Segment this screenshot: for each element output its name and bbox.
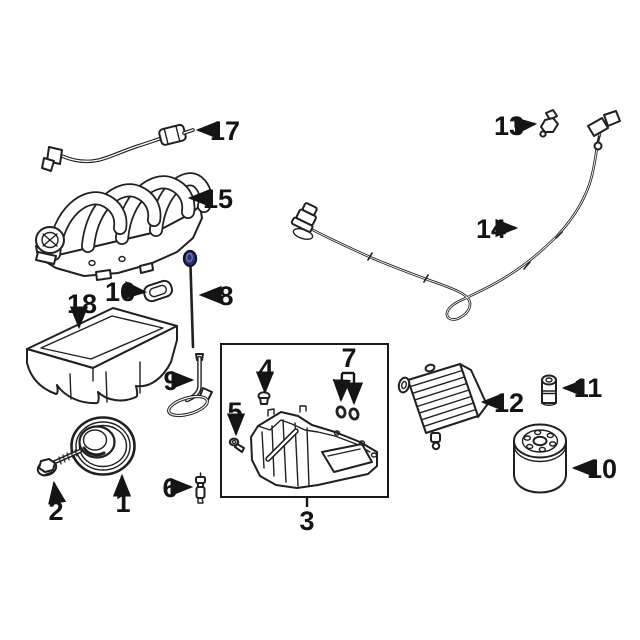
callout-16-arrow <box>123 281 148 300</box>
callout-5[interactable]: 5 <box>226 397 246 437</box>
callout-6[interactable]: 6 <box>162 473 194 503</box>
part-oil-pan-bolt[interactable] <box>228 437 245 453</box>
callout-16-label[interactable]: 16 <box>105 277 135 307</box>
part-intake-manifold[interactable] <box>35 172 213 281</box>
callout-14-label[interactable]: 14 <box>476 214 506 244</box>
part-oil-filter-fitting[interactable] <box>541 374 557 406</box>
callout-2[interactable]: 2 <box>48 480 67 526</box>
part-oil-pan-plug[interactable] <box>257 391 271 405</box>
part-crankshaft-pulley[interactable] <box>70 416 136 476</box>
callout-5-label[interactable]: 5 <box>227 397 242 427</box>
part-wiring-harness[interactable] <box>290 110 621 321</box>
callout-13-label[interactable]: 13 <box>494 111 524 141</box>
callout-11-label[interactable]: 11 <box>574 373 603 403</box>
callout-9-label[interactable]: 9 <box>163 366 178 396</box>
callout-2-arrow <box>48 480 67 505</box>
callout-14[interactable]: 14 <box>476 214 519 244</box>
callout-7-label[interactable]: 7 <box>341 343 356 373</box>
callout-7[interactable]: 7 <box>332 343 364 406</box>
part-engine-oil-cooler[interactable] <box>397 363 488 451</box>
callout-15-label[interactable]: 15 <box>203 184 233 214</box>
callout-3[interactable]: 3 <box>299 497 315 536</box>
part-oil-pressure-sensor[interactable] <box>539 109 559 138</box>
callout-6-label[interactable]: 6 <box>162 473 177 503</box>
callout-3-label[interactable]: 3 <box>299 506 314 536</box>
part-dipstick-tube[interactable] <box>167 353 213 419</box>
part-pulley-bolt[interactable] <box>36 448 83 478</box>
callout-13-arrow <box>513 116 538 135</box>
callout-12-label[interactable]: 12 <box>494 388 524 418</box>
part-oil-pan[interactable] <box>250 405 378 489</box>
callout-12[interactable]: 12 <box>480 388 524 418</box>
callout-4[interactable]: 4 <box>255 354 275 395</box>
callout-11[interactable]: 11 <box>561 373 603 403</box>
callout-13[interactable]: 13 <box>494 111 538 141</box>
part-drain-plug-valve[interactable] <box>195 472 206 504</box>
part-valley-cover[interactable] <box>26 307 178 405</box>
callout-8-label[interactable]: 8 <box>218 281 233 311</box>
callout-17-label[interactable]: 17 <box>210 116 240 146</box>
callout-4-label[interactable]: 4 <box>258 354 273 384</box>
callout-18-label[interactable]: 18 <box>67 289 97 319</box>
callout-15[interactable]: 15 <box>187 184 233 214</box>
callout-10[interactable]: 10 <box>571 454 617 484</box>
oil-pan-box-border <box>220 343 389 498</box>
part-manifold-gasket-seal[interactable] <box>142 279 174 303</box>
callout-9[interactable]: 9 <box>163 366 195 396</box>
callout-7-arrow-left <box>332 372 351 403</box>
part-o-ring-seal-pair[interactable] <box>335 405 360 421</box>
part-oil-filter[interactable] <box>513 423 567 494</box>
part-oil-dipstick[interactable] <box>182 249 198 349</box>
callout-1-label[interactable]: 1 <box>115 488 130 518</box>
callout-2-label[interactable]: 2 <box>48 496 63 526</box>
callout-17[interactable]: 17 <box>195 116 240 146</box>
callout-16[interactable]: 16 <box>105 277 148 307</box>
callout-1[interactable]: 1 <box>112 473 132 518</box>
callout-18[interactable]: 18 <box>67 289 97 330</box>
callout-8[interactable]: 8 <box>198 281 234 311</box>
callout-10-label[interactable]: 10 <box>587 454 617 484</box>
part-vacuum-tube[interactable] <box>41 123 195 172</box>
